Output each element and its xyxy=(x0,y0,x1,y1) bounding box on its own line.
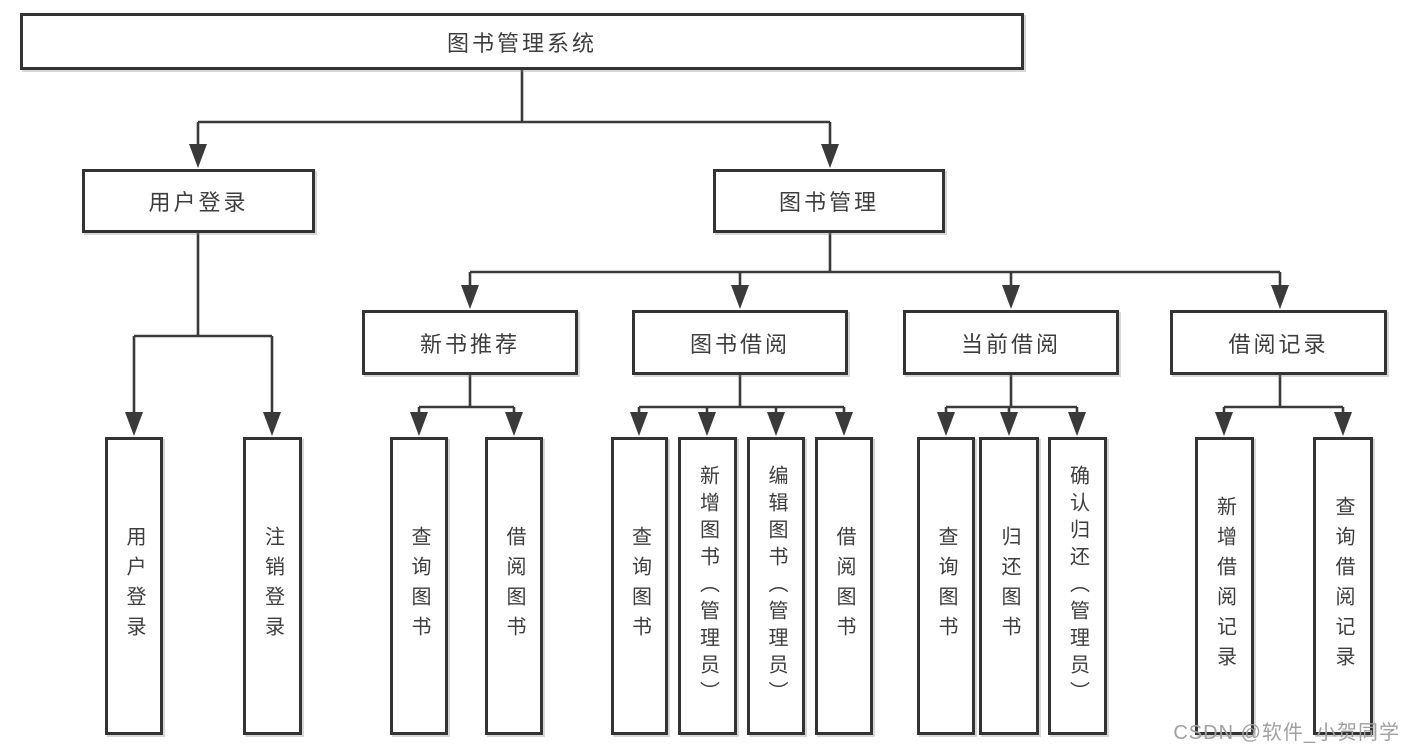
leaf-borrow-books-recommend: 借阅图书 xyxy=(485,437,543,735)
node-borrow-records: 借阅记录 xyxy=(1170,310,1387,375)
leaf-add-borrow-record: 新增借阅记录 xyxy=(1195,437,1254,735)
node-book-borrow: 图书借阅 xyxy=(632,310,848,375)
leaf-borrow-books: 借阅图书 xyxy=(815,437,873,735)
leaf-query-books-current: 查询图书 xyxy=(917,437,975,735)
leaf-add-book-admin: 新增图书（管理员） xyxy=(678,437,737,735)
node-library-system: 图书管理系统 xyxy=(20,13,1024,70)
arrowheads xyxy=(125,144,1352,436)
leaf-user-login: 用户登录 xyxy=(105,437,163,735)
leaf-logout: 注销登录 xyxy=(243,437,302,735)
node-current-borrow: 当前借阅 xyxy=(903,310,1119,375)
leaf-query-books-recommend: 查询图书 xyxy=(390,437,448,735)
node-user-login: 用户登录 xyxy=(82,169,315,233)
leaf-edit-book-admin: 编辑图书（管理员） xyxy=(747,437,805,735)
node-book-management: 图书管理 xyxy=(713,169,945,233)
leaf-confirm-return-admin: 确认归还（管理员） xyxy=(1048,437,1107,735)
leaf-query-borrow-record: 查询借阅记录 xyxy=(1313,437,1373,735)
leaf-query-books-borrow: 查询图书 xyxy=(611,437,668,735)
watermark-text: CSDN @软件_小贺同学 xyxy=(1173,722,1400,744)
leaf-return-book: 归还图书 xyxy=(979,437,1039,735)
node-new-book-recommend: 新书推荐 xyxy=(362,310,578,375)
